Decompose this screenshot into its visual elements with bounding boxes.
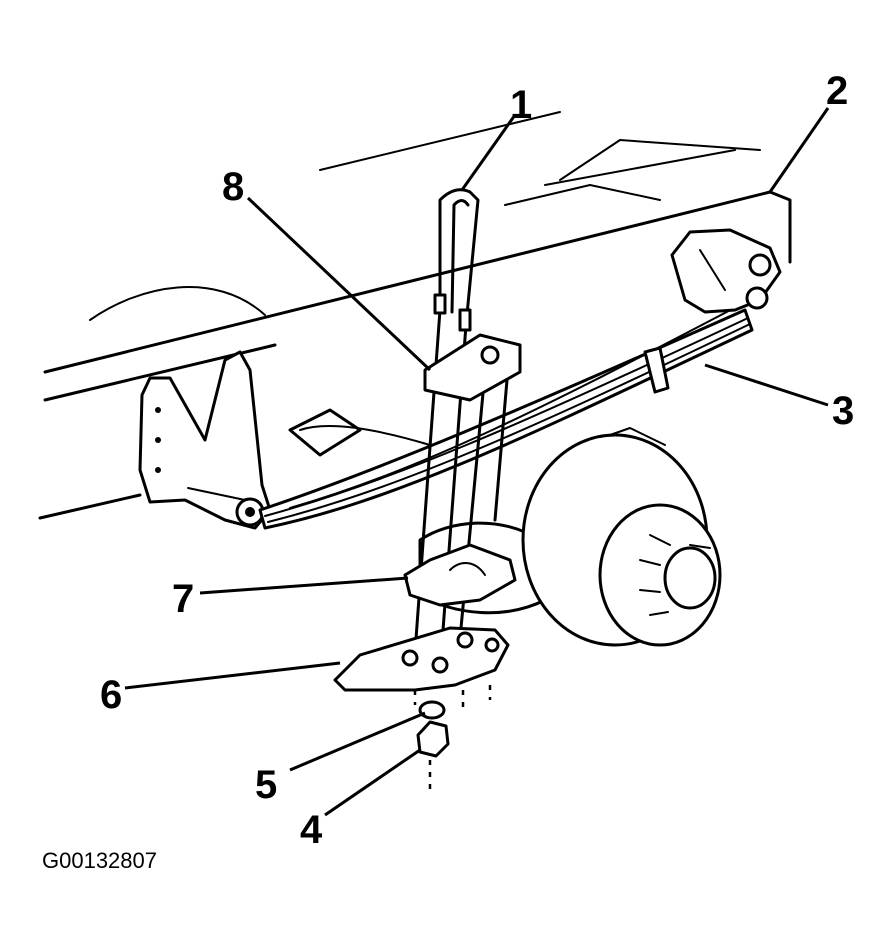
spring-spacer-block — [423, 333, 522, 402]
callout-4: 4 — [300, 808, 323, 852]
callout-7: 7 — [172, 577, 194, 621]
rear-spring-shackle — [670, 228, 782, 314]
u-bolt-anchor-plate — [333, 626, 510, 692]
callout-6: 6 — [100, 673, 122, 717]
washer-and-nut — [413, 685, 492, 790]
callout-leaders — [124, 107, 830, 817]
spring-seat — [403, 543, 517, 607]
frame-rail — [38, 111, 792, 520]
front-spring-hanger — [138, 350, 272, 530]
callout-3: 3 — [832, 389, 854, 433]
brake-drum-hub — [521, 427, 722, 647]
figure-id: G00132807 — [42, 848, 157, 873]
callout-5: 5 — [255, 763, 277, 807]
leaf-spring-pack — [258, 304, 754, 530]
callout-2: 2 — [826, 69, 848, 113]
callout-8: 8 — [222, 165, 244, 209]
callout-1: 1 — [510, 83, 532, 127]
